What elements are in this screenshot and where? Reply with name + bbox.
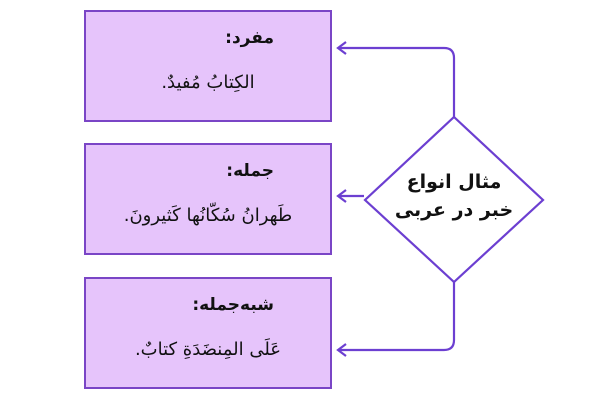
arrowhead-middle: [336, 189, 347, 203]
center-label: مثال انواع خبر در عربی: [376, 168, 532, 224]
box-semi-sentence-example: عَلَی المِنضَدَةِ کتابٌ.: [134, 339, 282, 360]
connector-bottom: [338, 282, 456, 352]
box-semi-sentence-title: شبه‌جمله:: [192, 295, 274, 315]
box-sentence: جمله: طَهرانُ سُکّانُها کَثیرونَ.: [84, 143, 332, 255]
center-label-line1: مثال انواع: [406, 171, 502, 193]
box-singular: مفرد: الکِتابُ مُفیدٌ.: [84, 10, 332, 122]
arrowhead-bottom: [336, 343, 347, 357]
center-label-line2: خبر در عربی: [394, 199, 514, 221]
arrowhead-top: [336, 41, 347, 55]
box-semi-sentence: شبه‌جمله: عَلَی المِنضَدَةِ کتابٌ.: [84, 277, 332, 389]
box-singular-example: الکِتابُ مُفیدٌ.: [161, 72, 255, 93]
box-sentence-title: جمله:: [226, 161, 274, 181]
box-sentence-example: طَهرانُ سُکّانُها کَثیرونَ.: [123, 205, 293, 226]
connector-top: [338, 46, 456, 120]
center-diamond: [363, 115, 545, 284]
box-singular-title: مفرد:: [225, 28, 274, 48]
